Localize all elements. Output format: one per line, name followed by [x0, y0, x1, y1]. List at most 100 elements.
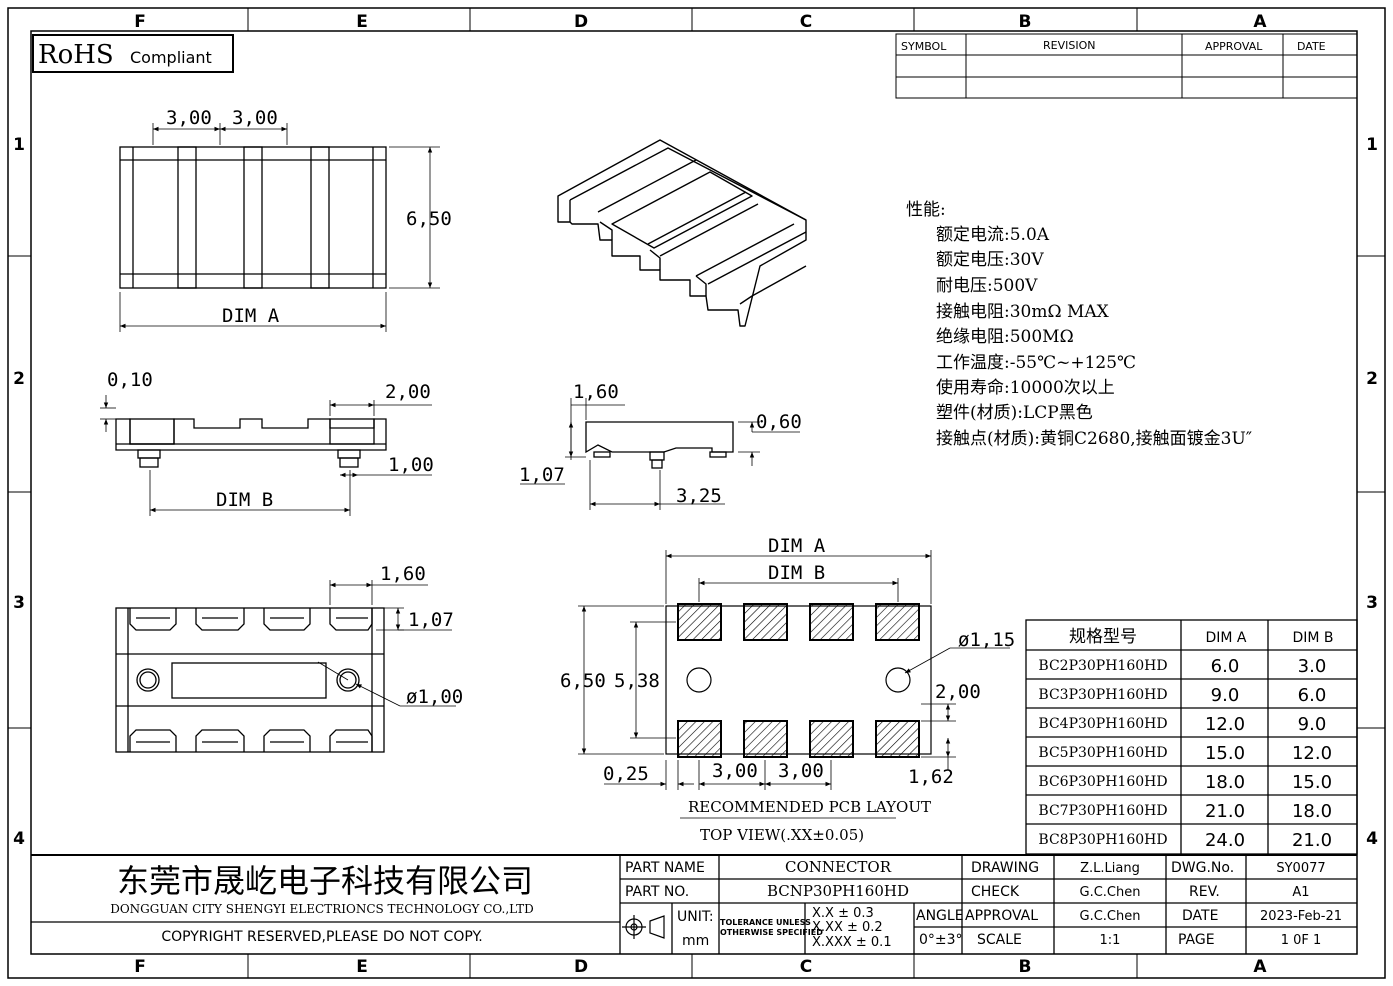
col-label-b: B [1019, 12, 1032, 32]
dim-row-4-model: BC5P30PH160HD [1038, 745, 1167, 761]
pcb-title-1: RECOMMENDED PCB LAYOUT [688, 798, 931, 816]
dim-row-6-model: BC7P30PH160HD [1038, 803, 1167, 819]
approval-value: G.C.Chen [1080, 909, 1141, 924]
col-label-a: A [1253, 12, 1267, 32]
col-label-c-bottom: C [800, 957, 812, 977]
dwgno-value: SY0077 [1276, 861, 1325, 876]
scale-value: 1:1 [1100, 933, 1121, 948]
part-name-label: PART NAME [625, 860, 705, 876]
pcb-hole: ø1,15 [958, 629, 1015, 651]
end-view [520, 398, 800, 510]
side-dim-b: DIM B [216, 489, 273, 511]
pcb-h538: 5,38 [614, 670, 660, 692]
dim-row-3-a: 12.0 [1205, 714, 1245, 735]
top-view-rib-2 [243, 146, 263, 289]
spec-line-9: 接触点(材质):黄铜C2680,接触面镀金3U″ [936, 429, 1252, 449]
top-height: 6,50 [406, 208, 452, 230]
spec-line-8: 塑件(材质):LCP黑色 [936, 403, 1093, 423]
row-dividers [8, 255, 1385, 729]
col-label-f-bottom: F [134, 957, 146, 977]
row-label-4-right: 4 [1366, 829, 1378, 849]
specs-heading: 性能: [906, 200, 946, 220]
dwgno-label: DWG.No. [1171, 860, 1234, 876]
col-label-c: C [800, 12, 812, 32]
spec-line-6: 工作温度:-55℃~+125℃ [936, 353, 1136, 373]
date-label: DATE [1182, 908, 1218, 924]
dim-row-2-model: BC3P30PH160HD [1038, 687, 1167, 703]
rohs-badge: RoHS Compliant [32, 34, 234, 73]
tolerance-xx: X.XX ± 0.2 [812, 920, 883, 935]
company-name-cn: 东莞市晟屹电子科技有限公司 [117, 862, 533, 900]
top-view-rib-1 [177, 146, 197, 289]
pcb-pitch-1: 3,00 [712, 760, 758, 782]
unit-value: mm [682, 933, 709, 949]
dim-row-2-a: 9.0 [1211, 685, 1240, 706]
col-label-f: F [134, 12, 146, 32]
projection-symbol-icon [622, 915, 665, 939]
spec-line-1: 额定电流:5.0A [936, 225, 1050, 245]
outer-frame [7, 7, 1386, 979]
dim-table-header-dim-b: DIM B [1292, 630, 1333, 646]
part-no-value: BCNP30PH160HD [767, 882, 909, 900]
dim-row-4-a: 15.0 [1205, 743, 1245, 764]
col-label-a-bottom: A [1253, 957, 1267, 977]
dim-table-header-dim-a: DIM A [1205, 630, 1246, 646]
unit-label: UNIT: [677, 909, 714, 925]
rev-label: REV. [1189, 884, 1220, 900]
top-pitch-2: 3,00 [232, 107, 278, 129]
bottom-d160: 1,60 [380, 563, 426, 585]
angle-label: ANGLE [916, 908, 964, 924]
pcb-dim-b: DIM B [768, 562, 825, 584]
pcb-layout [578, 550, 1010, 819]
pcb-d025: 0,25 [603, 763, 649, 785]
title-block: 东莞市晟屹电子科技有限公司 DONGGUAN CITY SHENGYI ELEC… [31, 854, 1357, 954]
col-label-e-bottom: E [356, 957, 368, 977]
dim-row-1-b: 3.0 [1298, 656, 1327, 677]
side-d010: 0,10 [107, 369, 153, 391]
dim-table-header-model: 规格型号 [1069, 627, 1137, 647]
dim-table: 规格型号 DIM A DIM B BC2P30PH160HD BC3P30PH1… [1025, 619, 1358, 855]
check-value: G.C.Chen [1080, 885, 1141, 900]
spec-line-7: 使用寿命:10000次以上 [936, 377, 1115, 398]
pcb-outline [665, 605, 932, 755]
tolerance-x: X.X ± 0.3 [812, 906, 874, 921]
approval-label: APPROVAL [965, 908, 1038, 924]
row-label-2-right: 2 [1366, 369, 1378, 389]
spec-line-3: 耐电压:500V [936, 276, 1038, 296]
top-view [119, 123, 440, 332]
row-label-3-right: 3 [1366, 593, 1378, 613]
rohs-compliant-label: Compliant [130, 48, 212, 67]
col-label-b-bottom: B [1019, 957, 1032, 977]
dim-row-5-a: 18.0 [1205, 772, 1245, 793]
specs-block: 性能: 额定电流:5.0A 额定电压:30V 耐电压:500V 接触电阻:30m… [906, 200, 1252, 449]
pcb-pitch-2: 3,00 [778, 760, 824, 782]
dim-row-6-b: 18.0 [1292, 801, 1332, 822]
row-label-1-right: 1 [1366, 135, 1378, 155]
bottom-d107: 1,07 [408, 609, 454, 631]
side-d100: 1,00 [388, 454, 434, 476]
row-label-3: 3 [13, 593, 25, 613]
spec-line-4: 接触电阻:30mΩ MAX [936, 302, 1110, 322]
page-label: PAGE [1178, 932, 1215, 948]
tolerance-line-2: OTHERWISE SPECIFIED [720, 928, 823, 937]
dim-row-1-model: BC2P30PH160HD [1038, 658, 1167, 674]
pcb-d200: 2,00 [935, 681, 981, 703]
company-name-en: DONGGUAN CITY SHENGYI ELECTRIONCS TECHNO… [110, 902, 534, 916]
row-label-1: 1 [13, 135, 25, 155]
column-dividers [247, 8, 1138, 978]
check-label: CHECK [971, 884, 1020, 900]
drawing-value: Z.L.Liang [1080, 861, 1140, 876]
frame-labels: F E D C B A F E D C B A 1 2 3 4 1 2 3 4 [13, 12, 1378, 977]
dim-row-5-model: BC6P30PH160HD [1038, 774, 1167, 790]
pcb-hole-right [885, 667, 911, 693]
tolerance-line-1: TOLERANCE UNLESS [720, 918, 811, 927]
drawing-label: DRAWING [971, 860, 1039, 876]
top-dim-a: DIM A [222, 305, 280, 327]
dim-row-2-b: 6.0 [1298, 685, 1327, 706]
bottom-hole: ø1,00 [406, 686, 463, 708]
rohs-label: RoHS [38, 40, 114, 70]
dim-row-7-b: 21.0 [1292, 830, 1332, 851]
pcb-dim-a: DIM A [768, 535, 826, 557]
rev-header-revision: REVISION [1043, 39, 1095, 52]
